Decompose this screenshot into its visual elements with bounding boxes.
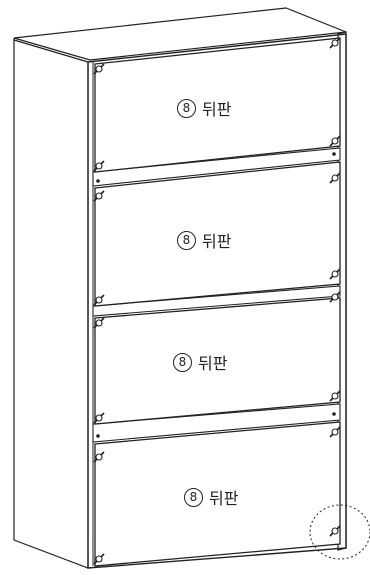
part-number-badge: 8: [173, 352, 192, 372]
screw-icon: [93, 190, 105, 202]
screw-icon: [93, 294, 105, 306]
screw-icon: [329, 390, 341, 402]
screw-icon: [329, 135, 341, 147]
dowel-hole-icon: [332, 412, 336, 416]
part-name: 뒤판: [202, 100, 232, 119]
panel-label-3: 8 뒤판: [173, 350, 227, 374]
dowel-hole-icon: [332, 152, 336, 156]
shelf-strip-3: [92, 403, 341, 443]
cabinet-left-side: [13, 39, 89, 569]
panel-label-4: 8 뒤판: [184, 485, 238, 509]
screw-icon: [329, 525, 341, 537]
part-number-badge: 8: [177, 98, 196, 118]
dowel-hole-icon: [96, 179, 100, 183]
dowel-hole-icon: [96, 434, 100, 438]
back-panel-3: [94, 297, 341, 425]
shelf-strip-1: [92, 147, 341, 187]
back-panel-2: [94, 161, 341, 307]
back-frame: [87, 33, 347, 569]
part-name: 뒤판: [209, 489, 239, 508]
screw-icon: [93, 63, 105, 75]
screw-icon: [329, 37, 341, 49]
screw-icon: [93, 451, 105, 463]
part-number-badge: 8: [184, 487, 203, 507]
back-panel-1: [94, 37, 341, 173]
part-name: 뒤판: [198, 354, 228, 373]
screw-icon: [329, 268, 341, 280]
back-panel-4: [94, 421, 341, 567]
screw-icon: [93, 412, 105, 424]
shelf-strip-2: [92, 285, 341, 317]
screw-icon: [329, 426, 341, 438]
screw-icon: [93, 553, 105, 565]
screw-icon: [329, 291, 341, 303]
panel-label-2: 8 뒤판: [177, 228, 231, 252]
part-number-badge: 8: [177, 230, 196, 250]
screw-icon: [93, 317, 105, 329]
screw-icon: [329, 172, 341, 184]
panel-label-1: 8 뒤판: [177, 96, 231, 120]
part-name: 뒤판: [202, 232, 232, 251]
screw-icon: [93, 160, 105, 172]
